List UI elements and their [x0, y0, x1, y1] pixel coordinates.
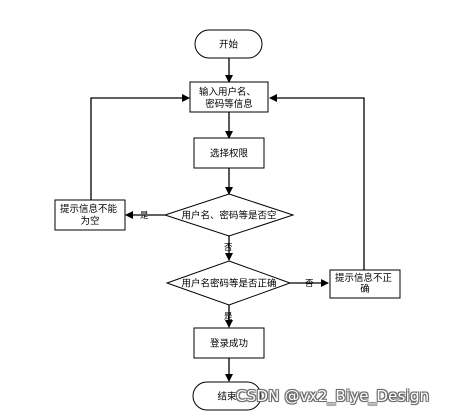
prompt-incorrect-box	[329, 269, 401, 299]
login-success-box	[193, 327, 265, 359]
node-check-correct: 用户名密码等是否正确	[165, 260, 292, 306]
end-terminal	[192, 381, 262, 411]
edge-prompt-incorrect-to-input	[269, 94, 365, 270]
node-start: 开始	[194, 29, 263, 59]
edges	[90, 58, 365, 382]
node-end-line-1: 结束	[217, 391, 237, 403]
check-empty-diamond	[163, 193, 295, 237]
node-login-success-text: 登录成功	[210, 338, 248, 350]
node-prompt-empty-line-1: 提示信息不能	[60, 203, 118, 215]
node-prompt-incorrect-line-2: 确	[360, 283, 370, 295]
node-input-line-1: 输入用户名、	[199, 86, 256, 98]
node-prompt-incorrect-line-1: 提示信息不正	[335, 272, 393, 284]
node-check-empty-text: 用户名、密码等是否空	[181, 210, 276, 222]
label-empty-yes: 是	[140, 211, 149, 221]
node-prompt-empty-text: 提示信息不能 为空	[60, 203, 120, 227]
node-login-success-line-1: 登录成功	[210, 338, 248, 350]
node-check-correct-text: 用户名密码等是否正确	[181, 278, 276, 290]
node-login-success: 登录成功	[193, 327, 265, 359]
check-correct-diamond	[165, 260, 292, 306]
node-select-role-text: 选择权限	[210, 148, 249, 160]
node-end: 结束	[192, 381, 262, 411]
label-correct-yes: 是	[224, 312, 233, 322]
node-select-role-line-1: 选择权限	[210, 148, 249, 160]
node-select-role: 选择权限	[193, 137, 265, 169]
node-check-empty-line-1: 用户名、密码等是否空	[181, 210, 276, 222]
edge-prompt-empty-to-input	[90, 94, 190, 200]
node-input: 输入用户名、 密码等信息	[189, 81, 269, 113]
node-input-line-2: 密码等信息	[205, 98, 253, 110]
input-box	[189, 81, 269, 113]
label-correct-no: 否	[305, 279, 314, 289]
node-check-correct-line-1: 用户名密码等是否正确	[181, 278, 276, 290]
node-prompt-empty-line-2: 为空	[80, 215, 99, 227]
node-prompt-incorrect-text: 提示信息不正 确	[335, 272, 395, 295]
start-terminal	[194, 29, 263, 59]
csdn-watermark: CSDN @vx2_Biye_Design	[236, 387, 430, 405]
node-end-text: 结束	[217, 391, 237, 403]
node-check-empty: 用户名、密码等是否空	[163, 193, 295, 237]
node-start-line-1: 开始	[219, 39, 239, 51]
select-role-box	[193, 137, 265, 169]
node-prompt-empty: 提示信息不能 为空	[54, 199, 126, 231]
node-prompt-incorrect: 提示信息不正 确	[329, 269, 401, 299]
prompt-empty-box	[54, 199, 126, 231]
label-empty-no: 否	[224, 243, 233, 253]
node-input-text: 输入用户名、 密码等信息	[199, 86, 259, 110]
node-start-text: 开始	[219, 39, 239, 51]
